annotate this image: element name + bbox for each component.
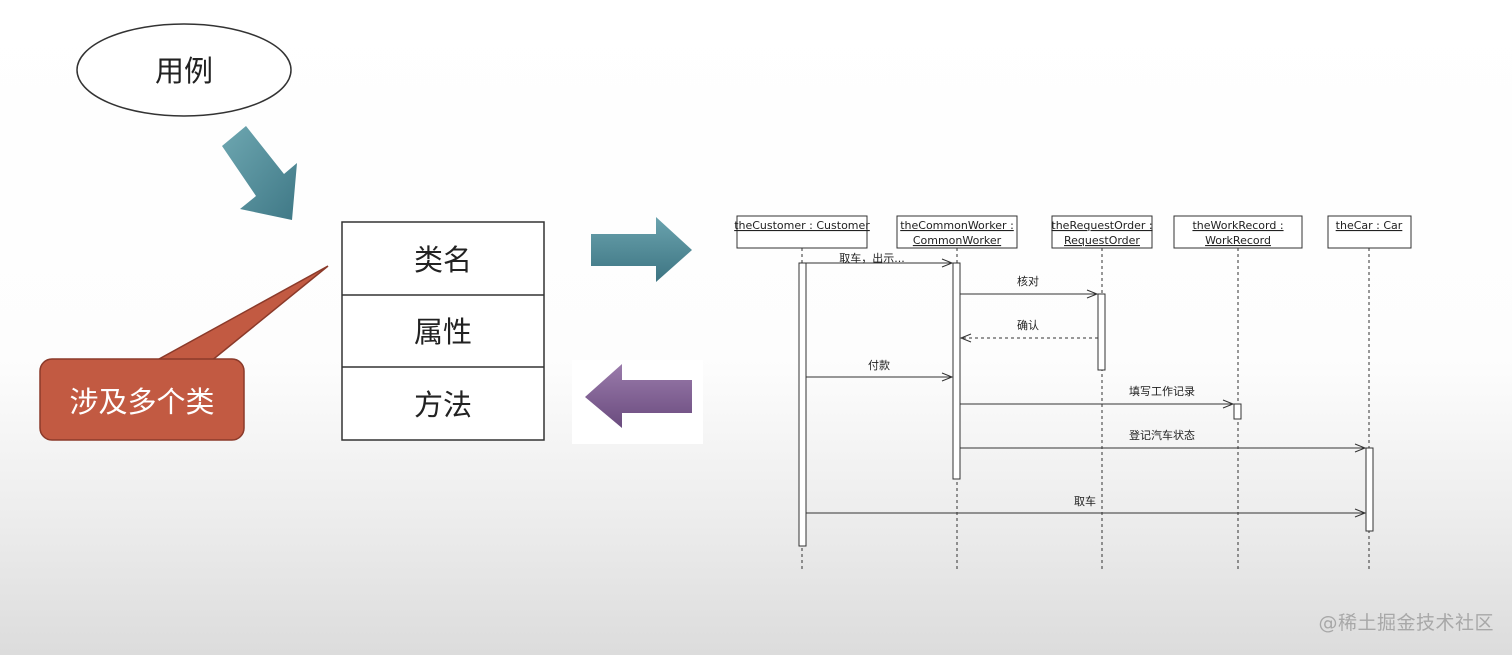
message-label-1: 核对 [1017,274,1039,288]
lifeline-head-customer [736,215,868,249]
callout-label: 涉及多个类 [69,385,214,419]
message-label-5: 登记汽车状态 [1129,428,1195,442]
use-case-label: 用例 [155,54,213,88]
lifeline-head-car [1327,215,1412,249]
callout-box [39,358,245,441]
activation-commonworker [952,262,961,480]
activation-customer [798,262,807,547]
message-label-0: 取车，出示... [839,251,905,265]
message-label-6: 取车 [1074,494,1096,508]
class-attributes-section: 属性 [414,315,472,349]
lifeline-label-workrecord-1: theWorkRecord : [1192,219,1283,232]
message-label-3: 付款 [868,358,890,372]
lifeline-head-workrecord [1173,215,1303,249]
sequence-diagram: theCustomer : Customer theCommonWorker :… [734,215,1412,570]
arrow-left-icon [585,364,692,428]
activation-workrecord [1233,403,1242,420]
activation-car [1365,447,1374,532]
message-label-2: 确认 [1017,319,1039,332]
lifeline-label-workrecord-2: WorkRecord [1205,234,1271,247]
lifeline-label-requestorder-1: theRequestOrder : [1051,219,1152,232]
class-box [341,221,545,441]
lifeline-label-requestorder-2: RequestOrder [1064,234,1140,247]
lifeline-label-commonworker-2: CommonWorker [913,234,1002,247]
lifeline-head-requestorder [1051,215,1153,249]
watermark: @稀土掘金技术社区 [1318,612,1494,634]
message-label-4: 填写工作记录 [1129,384,1195,398]
activation-requestorder [1097,293,1106,371]
lifeline-head-commonworker [896,215,1018,249]
class-name-section: 类名 [414,243,472,277]
lifeline-label-commonworker-1: theCommonWorker : [900,219,1014,232]
use-case-ellipse [76,23,292,117]
class-methods-section: 方法 [414,388,472,422]
lifeline-label-customer: theCustomer : Customer [734,219,870,232]
arrow-right-icon [591,217,692,282]
callout-pointer [147,265,329,367]
arrow-down-right-icon [222,126,297,220]
lifeline-label-car: theCar : Car [1336,219,1403,232]
